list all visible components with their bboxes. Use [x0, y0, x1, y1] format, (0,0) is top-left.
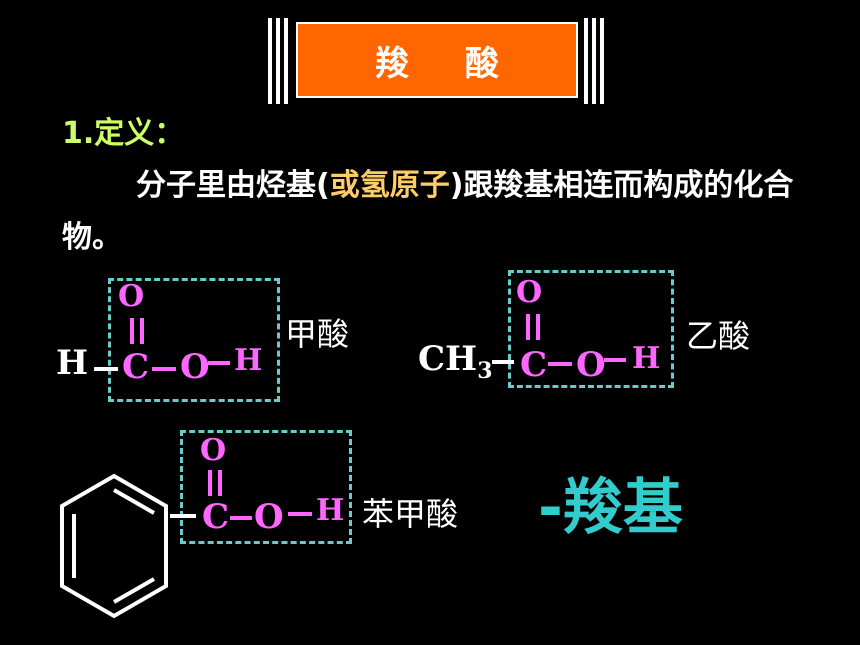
benzoic-h: H: [316, 493, 345, 528]
page-title: 羧 酸: [296, 22, 578, 98]
acetic-o: O: [576, 345, 606, 385]
definition-heading: 1.定义：: [62, 116, 185, 151]
acetic-ch-text: CH: [418, 339, 478, 379]
formic-c: C: [122, 347, 150, 387]
benzoic-o-top: O: [200, 433, 227, 468]
acetic-h: H: [632, 341, 661, 376]
benzene-ring-icon: [60, 473, 168, 619]
benzoic-o: O: [254, 497, 284, 537]
definition-text: 分子里由烃基(或氢原子)跟羧基相连而构成的化合物。: [62, 160, 802, 264]
formic-o: O: [180, 347, 210, 387]
formic-h-left: H: [56, 343, 89, 383]
formic-name: 甲酸: [285, 315, 350, 353]
formic-o-top: O: [118, 279, 145, 314]
definition-text-highlight: 或氢原子: [329, 168, 450, 203]
definition-text-part2: )跟羧基相连而构成的化合物。: [62, 168, 794, 255]
carboxyl-group-label: -羧基: [538, 473, 683, 543]
formic-h: H: [234, 343, 263, 378]
acetic-name: 乙酸: [686, 317, 751, 355]
benzoic-carboxyl-box: [180, 430, 352, 544]
acetic-carboxyl-box: [508, 270, 674, 388]
acetic-ch: CH3: [418, 342, 493, 382]
acetic-bonds: [492, 314, 626, 366]
benzoic-name: 苯甲酸: [362, 495, 459, 533]
title-banner-frame: [268, 18, 604, 104]
acetic-o-top: O: [516, 275, 543, 310]
formic-carboxyl-box: [108, 278, 280, 402]
formic-bonds: [94, 318, 230, 371]
benzoic-bonds: [170, 470, 312, 520]
acetic-subscript: 3: [477, 358, 493, 384]
acetic-c: C: [520, 345, 548, 385]
definition-text-part1: 分子里由烃基(: [136, 168, 330, 203]
benzoic-c: C: [202, 497, 230, 537]
